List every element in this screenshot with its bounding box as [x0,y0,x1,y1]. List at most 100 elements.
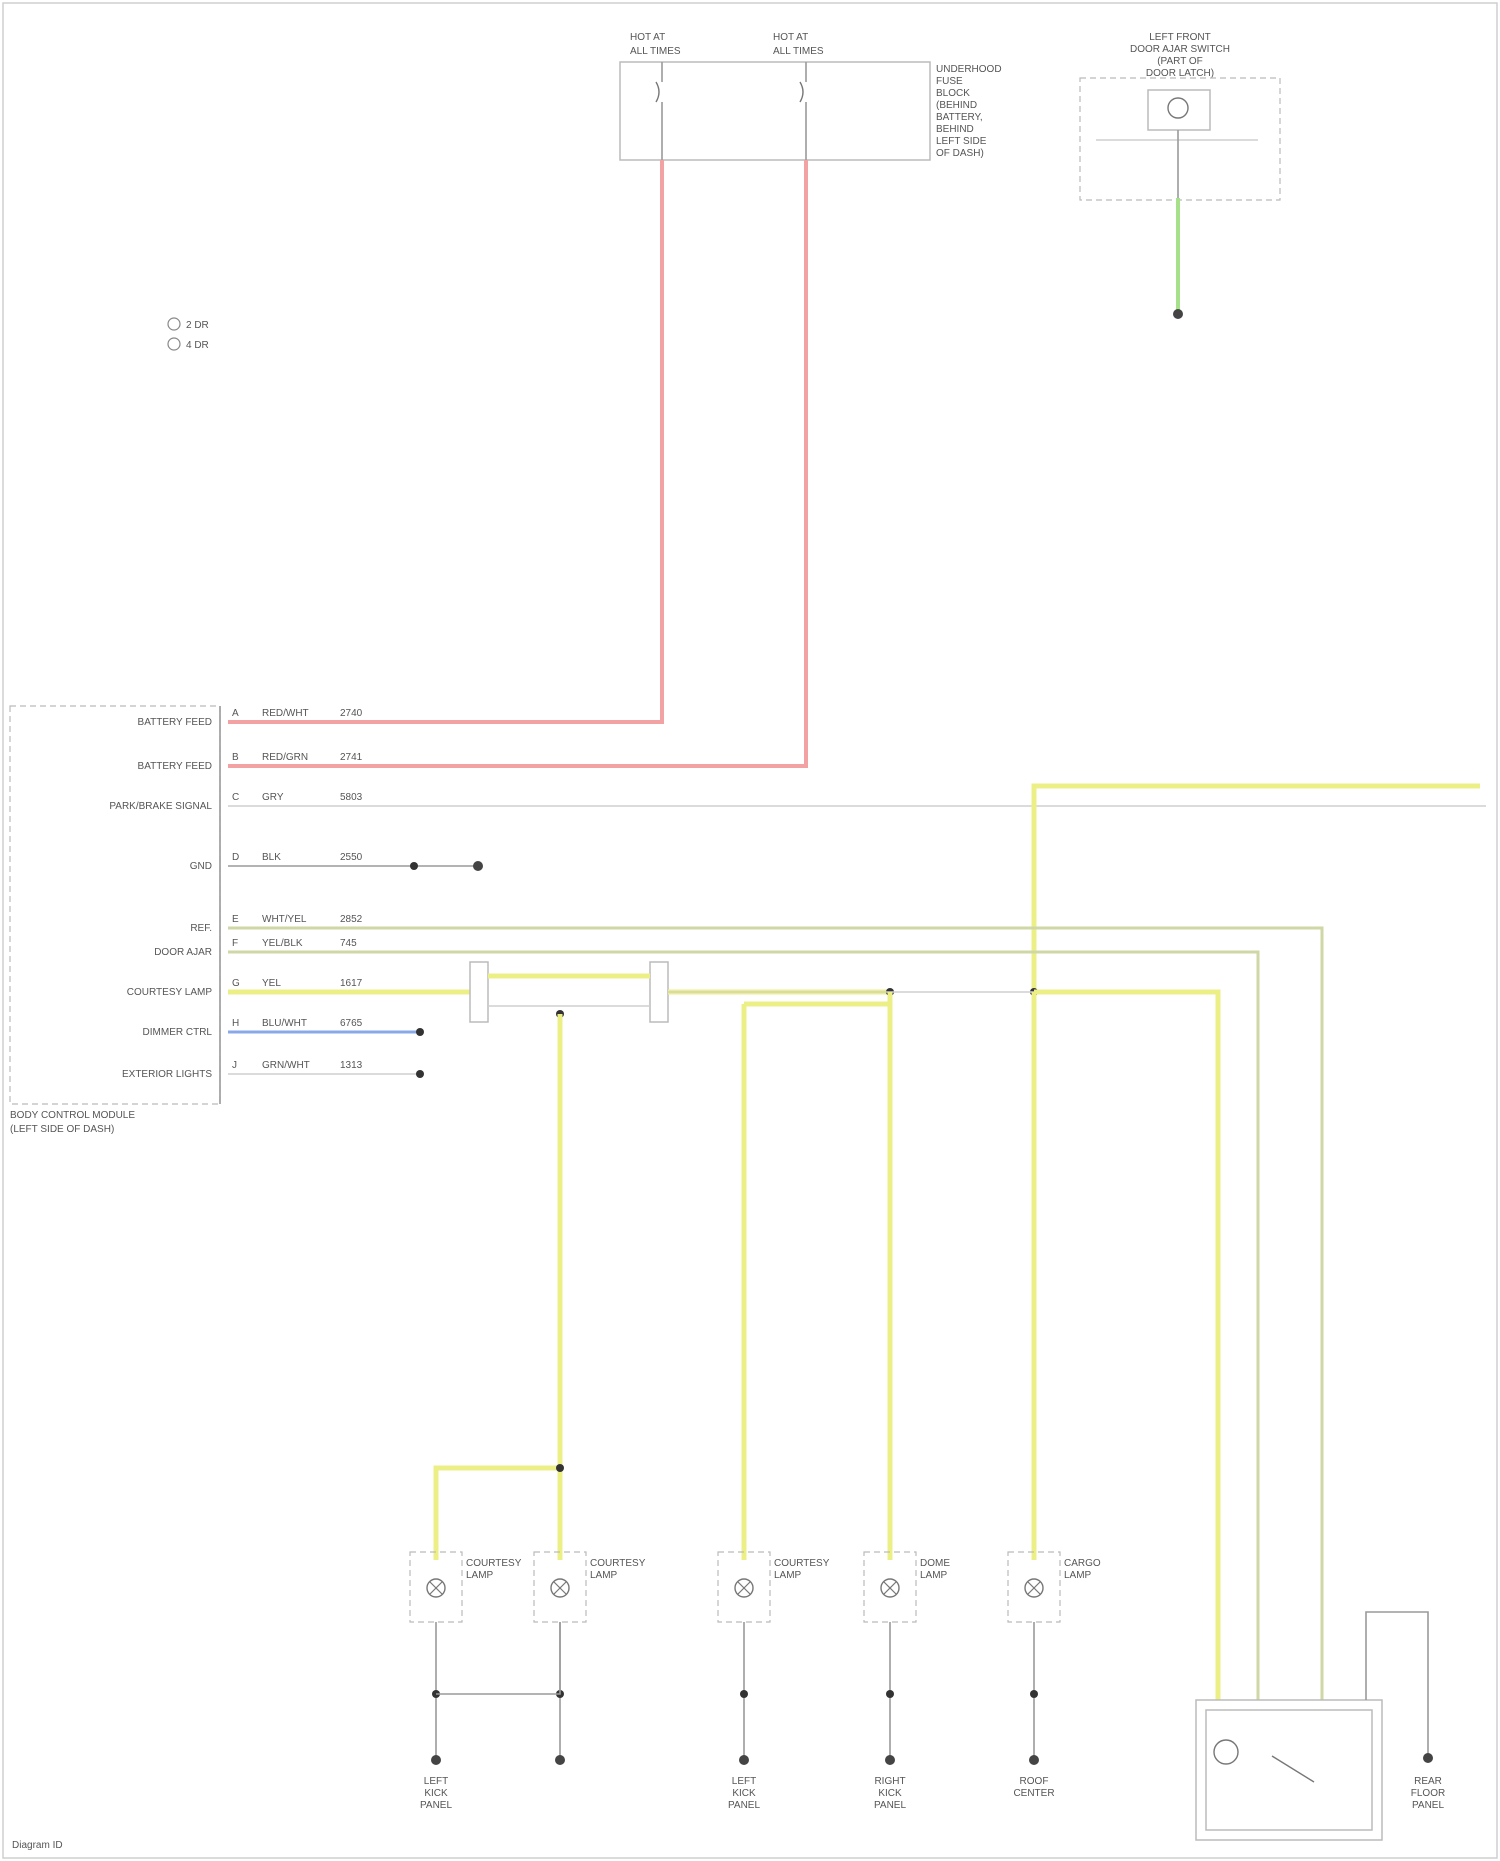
fuse-2-label-line-1: HOT AT [773,32,808,43]
ground-4-label-line-2: CENTER [1013,1788,1054,1799]
lamp-5-label-line-1: CARGO [1064,1558,1101,1569]
module-pin-name: GND [190,861,212,872]
module-pin-wire-color: RED/WHT [262,708,309,719]
module-pin-id: F [232,938,238,949]
ground-2-label-line-3: PANEL [728,1800,760,1811]
fuse-block-label-line-2: FUSE [936,76,963,87]
module-pin-wire-color: BLU/WHT [262,1018,307,1029]
legend-item-1: 2 DR [186,320,209,331]
module-pin-wire-color: YEL/BLK [262,938,303,949]
fuse-2-label-line-2: ALL TIMES [773,46,824,57]
lamp-3-label-line-2: LAMP [774,1570,802,1581]
module-pin-wire-color: YEL [262,978,281,989]
legend-item-2: 4 DR [186,340,209,351]
module-label-line-2: (LEFT SIDE OF DASH) [10,1124,114,1135]
module-pin-id: J [232,1060,237,1071]
module-pin-id: D [232,852,239,863]
module-pin-wire-color: BLK [262,852,281,863]
fuse-block-label-line-8: OF DASH) [936,148,984,159]
ground-3-label-line-3: PANEL [874,1800,906,1811]
ground-1-label-line-3: PANEL [420,1800,452,1811]
module-pin-circuit: 2852 [340,914,363,925]
wire-cargo-loop [1366,1612,1428,1700]
module-pin-id: B [232,752,239,763]
module-pin-circuit: 6765 [340,1018,363,1029]
switch-contact-icon [1168,98,1188,118]
module-pin-circuit: 2550 [340,852,363,863]
wire-lamp-feed-0 [436,1468,560,1560]
door-ajar-switch-label-line-3: (PART OF [1157,56,1203,67]
module-pin-circuit: 2741 [340,752,363,763]
wire-yellow-to-cargo-module [1034,992,1218,1700]
page-border [3,3,1497,1858]
wire-battery-feed-2 [228,160,806,766]
ground-3-label-line-1: RIGHT [874,1776,905,1787]
legend-marker-icon [168,338,180,350]
legend-marker-icon [168,318,180,330]
module-pin-wire-color: GRN/WHT [262,1060,310,1071]
lamp-4-label-line-1: DOME [920,1558,950,1569]
fuse-block: HOT AT ALL TIMES HOT AT ALL TIMES UNDERH… [620,32,1002,160]
module-pin-circuit: 1313 [340,1060,363,1071]
fuse-2-symbol [800,62,806,160]
module-label-line-1: BODY CONTROL MODULE [10,1110,135,1121]
lamp-5-label-line-2: LAMP [1064,1570,1092,1581]
lamp-row: COURTESYLAMPCOURTESYLAMPCOURTESYLAMPDOME… [410,1552,1445,1811]
door-ajar-switch-label-line-4: DOOR LATCH) [1146,68,1214,79]
module-pin-name: REF. [190,923,212,934]
module-pin-name: BATTERY FEED [138,761,212,772]
connector-c1 [470,962,488,1022]
wire-connector-out [668,992,890,1004]
wire-ground-jumper [436,1622,560,1694]
module-pin-circuit: 5803 [340,792,363,803]
fuse-block-label: UNDERHOODFUSEBLOCK(BEHINDBATTERY,BEHINDL… [936,64,1002,159]
wire-ref-run [228,928,1322,1700]
footer-text: Diagram ID [12,1840,63,1851]
door-ajar-switch-label-line-2: DOOR AJAR SWITCH [1130,44,1230,55]
lamp-4-label-line-2: LAMP [920,1570,948,1581]
ground-5-label-line-3: PANEL [1412,1800,1444,1811]
module-pin-id: A [232,708,239,719]
module-pin-circuit: 1617 [340,978,363,989]
lamp-1-label-line-1: COURTESY [466,1558,522,1569]
wire-battery-feed-1 [228,160,662,722]
ground-2-label-line-2: KICK [732,1788,756,1799]
module-pin-id: G [232,978,240,989]
ground-5-label-line-1: REAR [1414,1776,1442,1787]
fuse-block-label-line-6: BEHIND [936,124,974,135]
cargo-lamp-module [1196,1612,1433,1840]
fuse-1-symbol [656,62,662,160]
module-pin-wire-color: RED/GRN [262,752,308,763]
module-pin-id: H [232,1018,239,1029]
lamp-2-label-line-1: COURTESY [590,1558,646,1569]
module-pin-name: EXTERIOR LIGHTS [122,1069,212,1080]
fuse-1-label-line-2: ALL TIMES [630,46,681,57]
module-pin-name: PARK/BRAKE SIGNAL [109,801,212,812]
fuse-block-label-line-5: BATTERY, [936,112,983,123]
ground-4-label-line-1: ROOF [1020,1776,1049,1787]
module-pin-name: DOOR AJAR [154,947,212,958]
legend: 2 DR 4 DR [168,318,209,351]
motor-icon [1214,1740,1238,1764]
fuse-block-label-line-4: (BEHIND [936,100,977,111]
module-pin-name: DIMMER CTRL [143,1027,213,1038]
module-pin-circuit: 2740 [340,708,363,719]
connector-c2 [650,962,668,1022]
module-pin-id: C [232,792,239,803]
fuse-block-label-line-1: UNDERHOOD [936,64,1002,75]
lamp-1-label-line-2: LAMP [466,1570,494,1581]
module-pin-name: COURTESY LAMP [127,987,213,998]
module-pin-name: BATTERY FEED [138,717,212,728]
module-pin-id: E [232,914,239,925]
door-ajar-switch-label-line-1: LEFT FRONT [1149,32,1210,43]
fuse-block-label-line-3: BLOCK [936,88,970,99]
